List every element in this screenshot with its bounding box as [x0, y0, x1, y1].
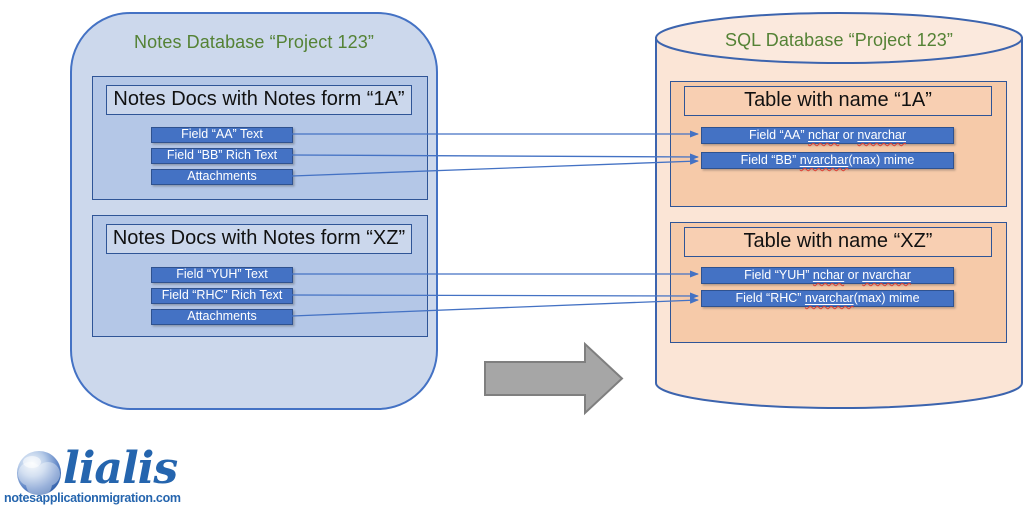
- notes-field-attachments-1a: Attachments: [151, 169, 293, 185]
- sql-field-bb-nvarchar-mime: Field “BB” nvarchar(max) mime: [701, 152, 954, 169]
- notes-field-aa-text: Field “AA” Text: [151, 127, 293, 143]
- sql-field-rhc-nvarchar-mime: Field “RHC” nvarchar(max) mime: [701, 290, 954, 307]
- logo-website-url: notesapplicationmigration.com: [4, 491, 181, 505]
- notes-field-bb-richtext: Field “BB” Rich Text: [151, 148, 293, 164]
- notes-field-yuh-text: Field “YUH” Text: [151, 267, 293, 283]
- notes-database-title: Notes Database “Project 123”: [134, 32, 374, 52]
- sql-table-group-1a: Table with name “1A” Field “AA” nchar or…: [670, 81, 1007, 207]
- notes-form-header-xz: Notes Docs with Notes form “XZ”: [106, 224, 412, 254]
- sql-field-aa-nchar: Field “AA” nchar or nvarchar: [701, 127, 954, 144]
- notes-form-header-1a: Notes Docs with Notes form “1A”: [106, 85, 412, 115]
- notes-field-attachments-xz: Attachments: [151, 309, 293, 325]
- notes-field-rhc-richtext: Field “RHC” Rich Text: [151, 288, 293, 304]
- notes-form-group-1a: Notes Docs with Notes form “1A” Field “A…: [92, 76, 428, 200]
- sql-field-yuh-nchar: Field “YUH” nchar or nvarchar: [701, 267, 954, 284]
- sql-table-group-xz: Table with name “XZ” Field “YUH” nchar o…: [670, 222, 1007, 343]
- notes-database-container: [70, 12, 438, 410]
- notes-form-group-xz: Notes Docs with Notes form “XZ” Field “Y…: [92, 215, 428, 337]
- lialis-logo-text: lialis: [63, 443, 178, 494]
- sql-table-header-xz: Table with name “XZ”: [684, 227, 992, 257]
- lialis-globe-icon: [17, 451, 61, 495]
- flow-arrow-icon: [484, 341, 624, 416]
- sql-database-title: SQL Database “Project 123”: [724, 30, 954, 50]
- sql-cylinder-shape: [655, 12, 1023, 409]
- sql-table-header-1a: Table with name “1A”: [684, 86, 992, 116]
